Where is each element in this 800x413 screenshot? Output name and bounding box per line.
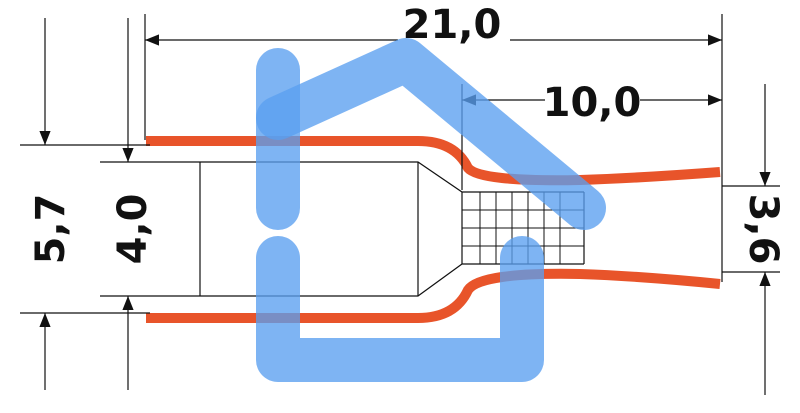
dim-label-inner-height: 4,0 <box>110 194 156 265</box>
dim-label-outer-height: 5,7 <box>28 194 74 265</box>
contact-funnel-top <box>200 161 584 193</box>
dim-label-wire-height: 3,6 <box>740 194 786 265</box>
insulation-sleeve <box>146 136 721 323</box>
dim-label-overall: 21,0 <box>403 2 502 48</box>
sleeve-top-contour <box>146 136 721 186</box>
house-logo-icon <box>256 38 606 382</box>
dimension-lines <box>39 18 771 395</box>
dim-label-barrel: 10,0 <box>543 80 642 126</box>
